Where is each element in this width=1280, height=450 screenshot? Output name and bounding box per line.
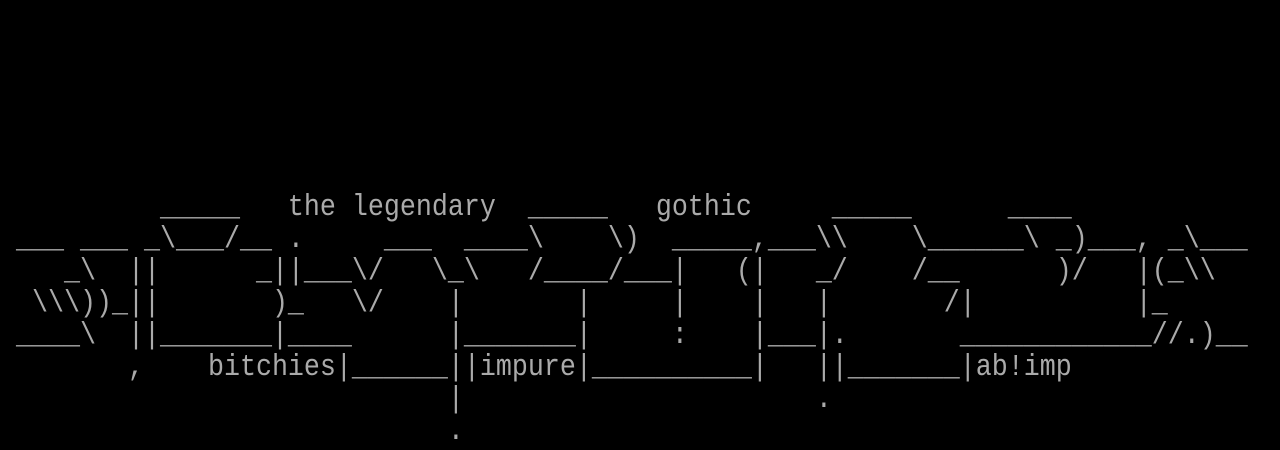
ascii-art-logo: _____ the legendary _____ gothic _____ _… xyxy=(0,190,1248,450)
ascii-art-line: _____ the legendary _____ gothic _____ _… xyxy=(0,190,1072,226)
ascii-art-line: ___ ___ _\___/__ . ___ ____\ \) _____,__… xyxy=(0,222,1248,258)
ascii-art-line: | . xyxy=(0,382,832,418)
ascii-art-line: , bitchies|______||impure|__________| ||… xyxy=(0,350,1072,386)
ascii-art-line: _\ || _||___\/ \_\ /____/___| (| _/ /__ … xyxy=(0,254,1216,290)
ascii-art-line: . xyxy=(0,414,464,450)
ascii-art-line: \\\))_|| )_ \/ | | | | | /| |_ xyxy=(0,286,1168,322)
ascii-art-line: ____\ ||_______|____ |_______| : |___|. … xyxy=(0,318,1248,354)
